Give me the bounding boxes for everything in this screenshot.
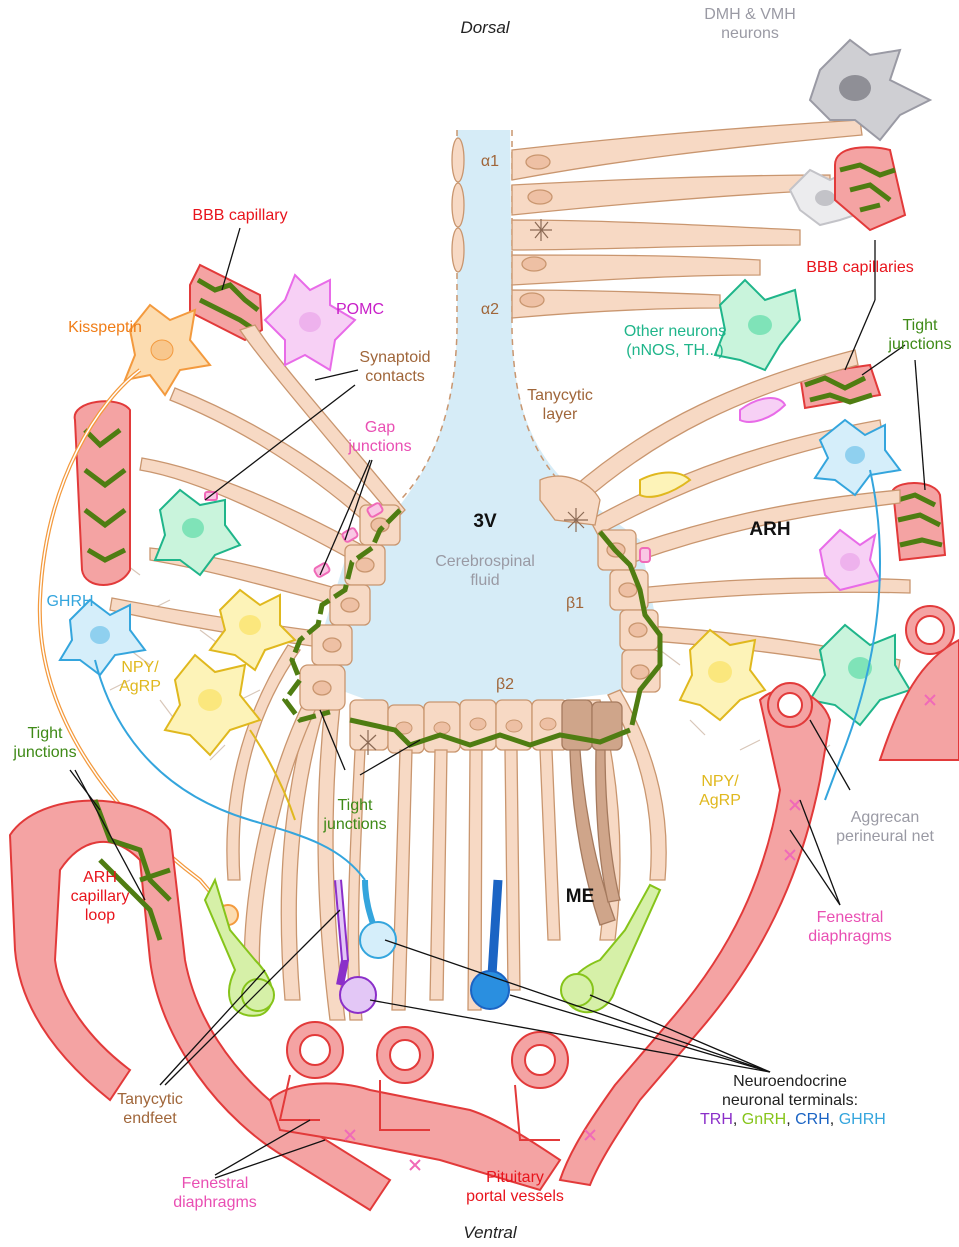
tight-left-line2: junctions [5, 743, 85, 762]
gnrh-terminal-left [205, 880, 274, 1016]
arh-loop-line3: loop [60, 906, 140, 925]
fenestral-diaphragms-bottom-label: Fenestral diaphragms [150, 1174, 280, 1212]
tight-right-line1: Tight [880, 316, 959, 335]
arh-label: ARH [740, 520, 800, 539]
csf-label: Cerebrospinal fluid [415, 552, 555, 590]
ghrh-terminal-label: GHRH [839, 1111, 886, 1128]
bbb-capillaries-label: BBB capillaries [790, 258, 930, 277]
tight-right-line2: junctions [880, 335, 959, 354]
tight-center-line1: Tight [305, 796, 405, 815]
npy-agrp-left-label: NPY/ AgRP [110, 658, 170, 696]
npy-right-line1: NPY/ [690, 772, 750, 791]
tanycytic-layer-label: Tanycytic layer [515, 386, 605, 424]
npy-left-line2: AgRP [110, 677, 170, 696]
npy-right-line2: AgRP [690, 791, 750, 810]
pomc-neuron-top [265, 275, 355, 370]
beta2-label: β2 [490, 675, 520, 694]
trh-label: TRH [700, 1111, 733, 1128]
gap-junctions-label: Gap junctions [335, 418, 425, 456]
gnrh-label: GnRH [742, 1111, 786, 1128]
beta1-label: β1 [560, 594, 590, 613]
kisspeptin-label: Kisspeptin [60, 318, 150, 337]
tanycytic-endfeet-label: Tanycytic endfeet [95, 1090, 205, 1128]
synaptoid-line2: contacts [345, 367, 445, 386]
fenestral-right-line1: Fenestral [790, 908, 910, 927]
tanycytic-layer-line1: Tanycytic [515, 386, 605, 405]
sep-3: , [830, 1111, 839, 1128]
bbb-capillary-left [75, 401, 130, 585]
tight-junctions-center-label: Tight junctions [305, 796, 405, 834]
npy-left-line1: NPY/ [110, 658, 170, 677]
synaptoid-contacts-label: Synaptoid contacts [345, 348, 445, 386]
tanycytic-endfeet-line1: Tanycytic [95, 1090, 205, 1109]
bbb-capillary-right-2 [893, 483, 945, 560]
tight-junctions-right-label: Tight junctions [880, 316, 959, 354]
third-ventricle-label: 3V [460, 512, 510, 531]
dmh-vmh-label: DMH & VMH neurons [690, 5, 810, 43]
arh-capillary-loop-label: ARH capillary loop [60, 868, 140, 925]
csf-line2: fluid [415, 571, 555, 590]
tight-center-line2: junctions [305, 815, 405, 834]
sep-2: , [786, 1111, 795, 1128]
synaptoid-line1: Synaptoid [345, 348, 445, 367]
ghrh-neuron-label: GHRH [40, 592, 100, 611]
tanycytic-endfeet-line2: endfeet [95, 1109, 205, 1128]
tanycytic-layer-line2: layer [515, 405, 605, 424]
alpha1-label: α1 [475, 152, 505, 171]
gap-line2: junctions [335, 437, 425, 456]
aggrecan-label: Aggrecan perineural net [815, 808, 955, 846]
pomc-label: POMC [330, 300, 390, 319]
other-neurons-line2: (nNOS, TH...) [610, 341, 740, 360]
other-neurons-line1: Other neurons [610, 322, 740, 341]
terminal-list: TRH, GnRH, CRH, GHRH [700, 1110, 880, 1129]
tight-left-line1: Tight [5, 724, 85, 743]
ghrh-terminal [360, 880, 396, 958]
npy-agrp-right-label: NPY/ AgRP [690, 772, 750, 810]
beta2-tanycytes [348, 700, 568, 1020]
gap-line1: Gap [335, 418, 425, 437]
fenestral-bottom-line1: Fenestral [150, 1174, 280, 1193]
csf-line1: Cerebrospinal [415, 552, 555, 571]
bbb-capillary-label: BBB capillary [180, 206, 300, 225]
dorsal-label: Dorsal [450, 18, 520, 37]
ventral-label: Ventral [455, 1223, 525, 1242]
alpha-tanycytes [452, 120, 862, 318]
tight-junctions-left-label: Tight junctions [5, 724, 85, 762]
other-neurons-label: Other neurons (nNOS, TH...) [610, 322, 740, 360]
crh-label: CRH [795, 1111, 830, 1128]
neuroendocrine-terminals-label: Neuroendocrine neuronal terminals: TRH, … [700, 1072, 880, 1129]
pituitary-portal-label: Pituitary portal vessels [450, 1168, 580, 1206]
arh-loop-line2: capillary [60, 887, 140, 906]
neuroendocrine-line1: Neuroendocrine [700, 1072, 880, 1091]
pituitary-line1: Pituitary [450, 1168, 580, 1187]
fenestral-diaphragms-right-label: Fenestral diaphragms [790, 908, 910, 946]
me-label: ME [555, 887, 605, 906]
dmh-vmh-line2: neurons [690, 24, 810, 43]
pituitary-line2: portal vessels [450, 1187, 580, 1206]
dmh-vmh-line1: DMH & VMH [690, 5, 810, 24]
fenestral-right-line2: diaphragms [790, 927, 910, 946]
sep-1: , [733, 1111, 742, 1128]
fenestral-bottom-line2: diaphragms [150, 1193, 280, 1212]
aggrecan-line2: perineural net [815, 827, 955, 846]
aggrecan-line1: Aggrecan [815, 808, 955, 827]
alpha2-label: α2 [475, 300, 505, 319]
neuroendocrine-line2: neuronal terminals: [700, 1091, 880, 1110]
arh-loop-line1: ARH [60, 868, 140, 887]
